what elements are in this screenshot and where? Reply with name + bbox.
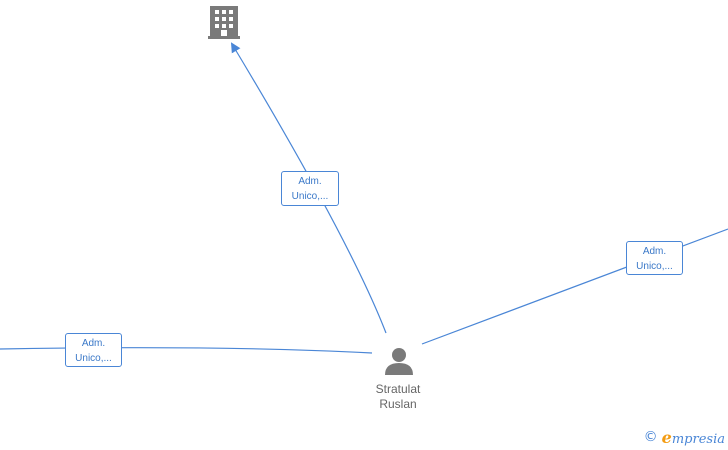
- edge-to-company: [230, 42, 387, 334]
- edge-label-line1: Adm.: [81, 338, 106, 349]
- edge-label-line2: Unico,...: [636, 261, 673, 272]
- edge-label-line1: Adm.: [298, 176, 322, 187]
- person-last-name: Ruslan: [379, 397, 417, 411]
- person-first-name: Stratulat: [375, 382, 421, 396]
- edge-label-line2: Unico,...: [75, 353, 112, 364]
- watermark: © empresia: [644, 427, 725, 447]
- edge-label-line2: Unico,...: [291, 191, 329, 202]
- edge-label-line1: Adm.: [642, 246, 667, 257]
- person-name[interactable]: Stratulat Ruslan: [352, 382, 444, 412]
- person-icon[interactable]: [385, 348, 413, 375]
- building-icon[interactable]: [208, 6, 240, 39]
- brand-rest: mpresia: [671, 431, 725, 447]
- edge-label-company[interactable]: Adm. Unico,...: [281, 171, 339, 206]
- brand-initial: e: [661, 427, 672, 447]
- brand-logo: empresia: [662, 428, 725, 447]
- edge-label-right[interactable]: Adm. Unico,...: [626, 241, 683, 275]
- copyright-icon: ©: [643, 429, 658, 445]
- edge-label-left[interactable]: Adm. Unico,...: [65, 333, 122, 367]
- edge-to-left: [0, 347, 373, 354]
